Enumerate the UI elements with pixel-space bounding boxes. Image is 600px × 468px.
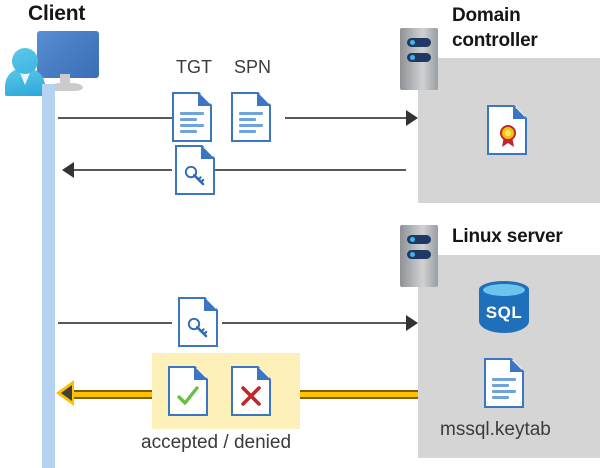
- domain-controller-title-line1: Domain: [452, 5, 521, 26]
- tgt-label: TGT: [176, 57, 212, 77]
- page-title-client: Client: [28, 2, 86, 25]
- flow-line-1b: [285, 117, 406, 119]
- monitor-stand-icon: [60, 74, 70, 86]
- check-document-icon-accepted: [168, 366, 208, 416]
- spn-label: SPN: [234, 57, 272, 77]
- rack-bar: [407, 53, 431, 62]
- flow-line-3b: [222, 322, 406, 324]
- rack-led-icon: [410, 237, 415, 242]
- rack-led-icon: [410, 252, 415, 257]
- flow-arrowhead-1: [406, 110, 418, 126]
- sql-database-label: SQL: [485, 303, 523, 322]
- key-document-icon-service-ticket: [178, 297, 218, 347]
- certificate-document-icon: [487, 105, 527, 155]
- domain-controller-title-line2: controller: [452, 30, 538, 51]
- monitor-icon: [37, 31, 99, 78]
- document-icon-spn: [231, 92, 271, 142]
- page-title-domain-controller: Domain controller: [452, 3, 592, 53]
- rack-bar: [407, 250, 431, 259]
- certificate-seal-icon: [500, 125, 516, 147]
- rack-bar: [407, 38, 431, 47]
- key-document-icon-ticket: [175, 145, 215, 195]
- keytab-label: mssql.keytab: [440, 419, 551, 440]
- flow-arrowhead-2: [62, 162, 74, 178]
- key-icon: [184, 165, 205, 186]
- server-rack-icon-domain-controller: [400, 28, 438, 90]
- cross-document-icon-denied: [231, 366, 271, 416]
- flow-arrowhead-3: [406, 315, 418, 331]
- flow-line-4b: [300, 390, 418, 399]
- flow-arrowhead-4: [56, 380, 76, 406]
- rack-led-icon: [410, 40, 415, 45]
- check-icon: [177, 386, 199, 405]
- server-rack-icon-linux-server: [400, 225, 438, 287]
- client-lifeline: [42, 84, 55, 468]
- flow-line-2a: [74, 169, 172, 171]
- rack-bar: [407, 235, 431, 244]
- monitor-base-icon: [49, 83, 83, 91]
- person-head-icon: [12, 48, 38, 74]
- document-icon-tgt: [172, 92, 212, 142]
- cross-icon: [241, 386, 261, 406]
- flow-line-1a: [58, 117, 172, 119]
- document-icon-keytab: [484, 358, 524, 408]
- rack-led-icon: [410, 55, 415, 60]
- sql-database-icon: SQL: [479, 281, 529, 339]
- page-title-linux-server: Linux server: [452, 226, 563, 247]
- key-icon: [187, 317, 208, 338]
- flow-line-4a: [72, 390, 152, 399]
- flow-line-2b: [215, 169, 406, 171]
- flow-line-3a: [58, 322, 172, 324]
- accepted-denied-label: accepted / denied: [141, 432, 292, 453]
- client-computer-icon: [0, 0, 110, 100]
